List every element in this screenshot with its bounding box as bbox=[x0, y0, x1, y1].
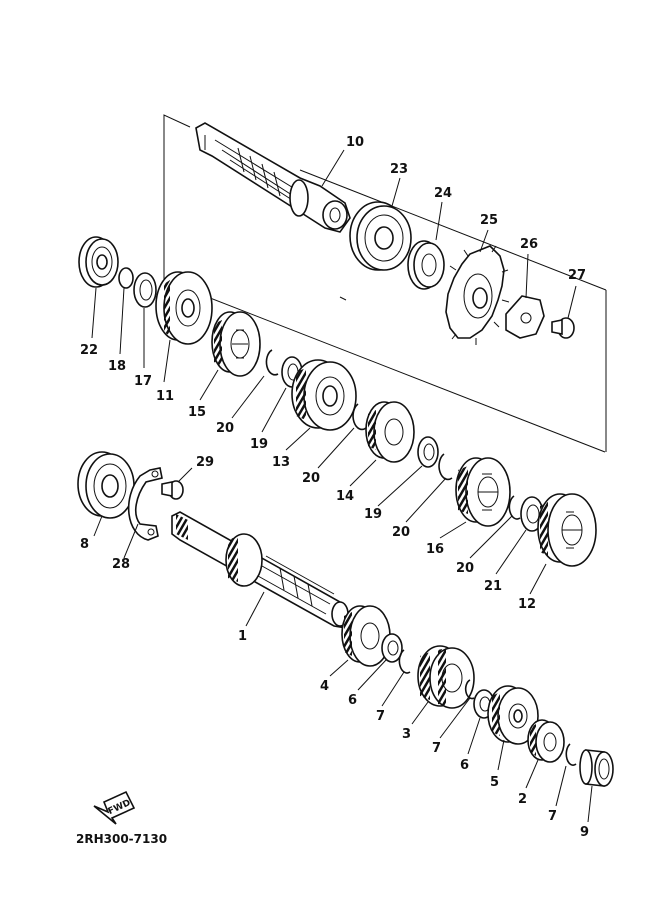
gear-14 bbox=[365, 401, 415, 463]
gear-3 bbox=[417, 645, 475, 709]
callout-9: 9 bbox=[580, 825, 589, 840]
callout-18: 18 bbox=[108, 359, 126, 374]
circlip-20c bbox=[438, 453, 453, 481]
callout-16: 16 bbox=[426, 542, 444, 557]
callout-19b: 19 bbox=[364, 507, 382, 522]
washer-6a bbox=[381, 633, 403, 663]
group-boundary bbox=[163, 114, 607, 453]
bearing-22 bbox=[78, 236, 119, 288]
gear-11 bbox=[155, 271, 213, 345]
circlip-20b bbox=[352, 403, 367, 431]
callout-8: 8 bbox=[80, 537, 89, 552]
gear-16 bbox=[455, 457, 511, 527]
gear-4 bbox=[341, 605, 391, 667]
callout-19a: 19 bbox=[250, 437, 268, 452]
callout-20d: 20 bbox=[456, 561, 474, 576]
callout-26: 26 bbox=[520, 237, 538, 252]
o-ring-18 bbox=[118, 267, 134, 289]
callout-3: 3 bbox=[402, 727, 411, 742]
callout-7c: 7 bbox=[548, 809, 557, 824]
callout-20c: 20 bbox=[392, 525, 410, 540]
circlip-7c bbox=[565, 743, 577, 766]
callout-23: 23 bbox=[390, 162, 408, 177]
needle-bearing-9 bbox=[579, 749, 614, 787]
callout-6a: 6 bbox=[348, 693, 357, 708]
forward-direction-arrow: FWD bbox=[93, 790, 136, 825]
bearing-stopper-28 bbox=[127, 467, 163, 541]
callout-27: 27 bbox=[568, 268, 586, 283]
callout-4: 4 bbox=[320, 679, 329, 694]
circlip-20d bbox=[508, 495, 521, 520]
screw-29 bbox=[161, 480, 184, 500]
callout-14: 14 bbox=[336, 489, 354, 504]
callout-labels: 10 23 24 25 26 27 22 18 17 11 15 20 19 1… bbox=[80, 135, 589, 840]
bearing-8 bbox=[77, 451, 135, 519]
callout-24: 24 bbox=[434, 186, 452, 201]
gear-13 bbox=[291, 359, 357, 431]
gear-5 bbox=[487, 685, 539, 745]
callout-29: 29 bbox=[196, 455, 214, 470]
gear-2 bbox=[527, 719, 565, 763]
bolt-27 bbox=[551, 317, 575, 339]
callout-22: 22 bbox=[80, 343, 98, 358]
callout-12: 12 bbox=[518, 597, 536, 612]
callout-15: 15 bbox=[188, 405, 206, 420]
lock-washer-26 bbox=[505, 295, 545, 339]
circlip-7b bbox=[464, 679, 475, 700]
callout-10: 10 bbox=[346, 135, 364, 150]
callout-2: 2 bbox=[518, 792, 527, 807]
callout-11: 11 bbox=[156, 389, 174, 404]
callout-20b: 20 bbox=[302, 471, 320, 486]
callout-6b: 6 bbox=[460, 758, 469, 773]
callout-20a: 20 bbox=[216, 421, 234, 436]
drive-sprocket-25 bbox=[445, 245, 510, 345]
callout-1: 1 bbox=[238, 629, 247, 644]
callout-25: 25 bbox=[480, 213, 498, 228]
collar-24 bbox=[407, 240, 445, 290]
callout-7b: 7 bbox=[432, 741, 441, 756]
drive-axle-shaft bbox=[195, 122, 351, 233]
leader-lines bbox=[91, 149, 593, 823]
washer-17 bbox=[133, 272, 157, 308]
callout-7a: 7 bbox=[376, 709, 385, 724]
callout-5: 5 bbox=[490, 775, 499, 790]
circlip-20a bbox=[265, 349, 279, 376]
callout-13: 13 bbox=[272, 455, 290, 470]
callout-28: 28 bbox=[112, 557, 130, 572]
washer-19b bbox=[417, 436, 439, 468]
gear-12 bbox=[537, 493, 597, 567]
drawing-code: 2RH300-7130 bbox=[76, 832, 167, 846]
gear-15 bbox=[211, 311, 261, 377]
circlip-7a bbox=[398, 649, 411, 674]
callout-17: 17 bbox=[134, 374, 152, 389]
callout-21: 21 bbox=[484, 579, 502, 594]
bearing-23 bbox=[349, 201, 412, 271]
main-axle-shaft bbox=[171, 511, 351, 629]
